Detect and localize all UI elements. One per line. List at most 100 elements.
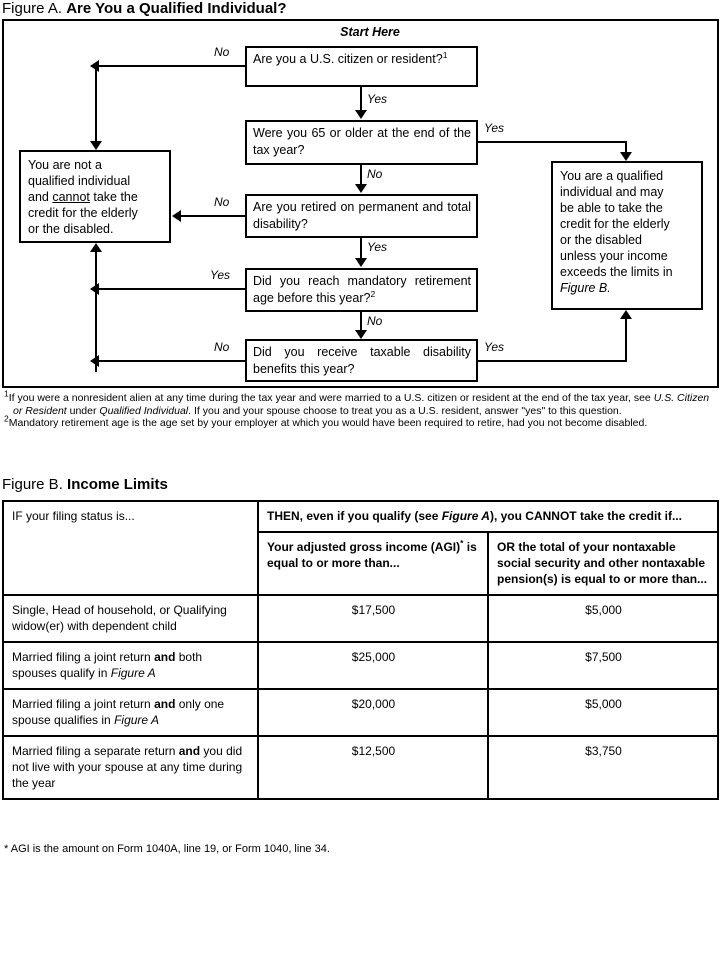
- header-filing-status: IF your filing status is...: [2, 500, 259, 596]
- connector-q2-yes-vertical: [625, 141, 627, 155]
- question-box-citizen: Are you a U.S. citizen or resident?1: [245, 46, 478, 87]
- question-text: Are you retired on permanent and total d…: [253, 200, 471, 231]
- cell-nontaxable-limit: $5,000: [487, 594, 719, 643]
- connector-q1-no-horizontal: [96, 65, 246, 67]
- header-text: THEN, even if you qualify (see: [267, 509, 442, 523]
- figure-a-reference: Figure A: [110, 666, 156, 680]
- figure-b-title: Income Limits: [67, 476, 168, 493]
- connector-q4-no-vertical: [360, 312, 362, 331]
- figure-b-footnote: * AGI is the amount on Form 1040A, line …: [4, 843, 330, 855]
- arrowhead-into-q5: [355, 330, 367, 339]
- cell-agi-limit: $25,000: [257, 641, 489, 690]
- outcome-text: take the: [89, 190, 138, 204]
- connector-left-riser-vertical: [95, 252, 97, 372]
- question-box-mandatory-retirement-age: Did you reach mandatory retirement age b…: [245, 268, 478, 312]
- figure-b-heading: Figure B. Income Limits: [2, 476, 602, 496]
- edge-label-q3-no: No: [214, 195, 230, 209]
- arrowhead-q4-yes: [90, 283, 99, 295]
- question-text: Are you a U.S. citizen or resident?: [253, 52, 443, 66]
- cell-agi-limit: $12,500: [257, 735, 489, 800]
- outcome-line: Figure B.: [560, 280, 694, 296]
- arrowhead-into-q2: [355, 110, 367, 119]
- cell-filing-status: Married filing a joint return and only o…: [2, 688, 259, 737]
- connector-q2-no-vertical: [360, 165, 362, 185]
- outcome-line: qualified individual: [28, 174, 131, 188]
- connector-q3-yes-vertical: [360, 238, 362, 260]
- question-box-age65: Were you 65 or older at the end of the t…: [245, 120, 478, 165]
- status-text: Married filing a joint return: [12, 650, 155, 664]
- edge-label-q3-yes: Yes: [367, 240, 388, 254]
- arrowhead-into-not-qualified-right: [172, 210, 181, 222]
- agi-footnote-marker: *: [460, 538, 464, 548]
- cell-filing-status: Married filing a separate return and you…: [2, 735, 259, 800]
- status-text: only one spouse qualifies in: [12, 697, 225, 727]
- figure-a-footnotes: 1If you were a nonresident alien at any …: [4, 388, 718, 468]
- figure-b-reference: Figure B.: [560, 281, 611, 295]
- header-text: ), you CANNOT take the credit if...: [489, 509, 682, 523]
- connector-q1-yes-vertical: [360, 87, 362, 111]
- figure-a-heading: Figure A. Are You a Qualified Individual…: [2, 0, 717, 20]
- arrowhead-q5-no: [90, 355, 99, 367]
- question-text: Were you 65 or older at the end of the t…: [253, 126, 471, 157]
- header-text: Your adjusted gross income (AGI): [267, 540, 461, 554]
- outcome-line: or the disabled: [560, 233, 643, 247]
- edge-label-q2-yes: Yes: [484, 121, 505, 135]
- footnote-marker-2: 2: [370, 288, 376, 299]
- outcome-emphasis-cannot: cannot: [52, 190, 90, 204]
- status-text: Married filing a separate return: [12, 744, 179, 758]
- arrowhead-into-q3: [355, 184, 367, 193]
- status-text: you did not live with your spouse at any…: [12, 744, 243, 790]
- outcome-line: be able to take the: [560, 201, 663, 215]
- outcome-line: or the disabled.: [28, 222, 114, 236]
- question-box-taxable-disability-benefits: Did you receive taxable disability benef…: [245, 339, 478, 382]
- outcome-line: credit for the elderly: [28, 206, 138, 220]
- outcome-line: individual and may: [560, 185, 664, 199]
- edge-label-q5-no: No: [214, 340, 230, 354]
- footnote-1-text: . If you and your spouse choose to treat…: [188, 404, 622, 417]
- status-text: both spouses qualify in: [12, 650, 203, 680]
- cell-nontaxable-limit: $5,000: [487, 688, 719, 737]
- edge-label-q1-no: No: [214, 45, 230, 59]
- connector-q5-yes-vertical: [625, 318, 627, 361]
- question-text: Did you receive taxable disability benef…: [253, 345, 471, 376]
- figure-a-reference: Figure A: [441, 509, 490, 523]
- status-emphasis-and: and: [154, 697, 176, 711]
- question-box-retired-disability: Are you retired on permanent and total d…: [245, 194, 478, 238]
- table-row: Married filing a separate return and you…: [2, 735, 719, 800]
- question-text: Did you reach mandatory retirement age b…: [253, 274, 471, 305]
- footnote-marker-1: 1: [442, 49, 448, 60]
- connector-q1-no-vertical: [95, 65, 97, 142]
- table-row: Single, Head of household, or Qualifying…: [2, 594, 719, 643]
- cell-filing-status: Married filing a joint return and both s…: [2, 641, 259, 690]
- arrowhead-q1-no: [90, 60, 99, 72]
- footnote-1-marker: 1: [4, 388, 9, 399]
- edge-label-q4-yes: Yes: [210, 268, 231, 282]
- status-emphasis-and: and: [178, 744, 201, 758]
- cell-nontaxable-limit: $7,500: [487, 641, 719, 690]
- cell-filing-status: Single, Head of household, or Qualifying…: [2, 594, 259, 643]
- arrowhead-into-not-qualified-top: [90, 141, 102, 150]
- footnote-1-italic-qualified: Qualified Individual: [99, 404, 189, 417]
- arrowhead-into-qualified-bottom: [620, 310, 632, 319]
- income-limits-table: IF your filing status is... THEN, even i…: [2, 500, 719, 800]
- outcome-line: You are not a: [28, 158, 102, 172]
- outcome-line: exceeds the limits in: [560, 265, 673, 279]
- footnote-1-italic-citizen: U.S. Citizen or Resident: [13, 392, 710, 417]
- table-header-row-top: IF your filing status is... THEN, even i…: [2, 500, 719, 596]
- outcome-line: credit for the elderly: [560, 217, 670, 231]
- table-header-row-columns: Your adjusted gross income (AGI)* is equ…: [3, 531, 719, 596]
- edge-label-q2-no: No: [367, 167, 383, 181]
- figure-a-reference: Figure A: [114, 713, 159, 727]
- connector-q2-yes-horizontal: [477, 141, 627, 143]
- status-text: Married filing a joint return: [12, 697, 155, 711]
- figure-a-label: Figure A.: [2, 0, 63, 17]
- edge-label-q1-yes: Yes: [367, 92, 388, 106]
- cell-agi-limit: $17,500: [257, 594, 489, 643]
- status-emphasis-and: and: [154, 650, 176, 664]
- footnote-1-text: under: [66, 404, 100, 417]
- footnote-2: 2Mandatory retirement age is the age set…: [4, 414, 718, 430]
- connector-q3-no-horizontal: [180, 215, 246, 217]
- figure-a-title: Are You a Qualified Individual?: [66, 0, 287, 17]
- table-row: Married filing a joint return and only o…: [2, 688, 719, 737]
- connector-q4-yes-horizontal: [96, 288, 246, 290]
